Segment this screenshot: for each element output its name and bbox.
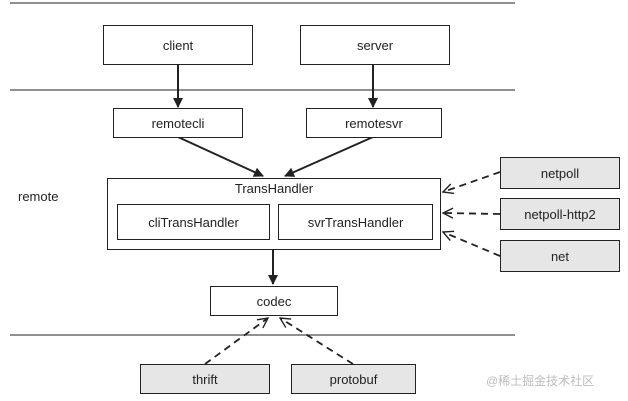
edge-remotecli-transhandler	[177, 136, 264, 177]
transhandler-title: TransHandler	[234, 181, 314, 196]
edge-netpoll-transhandler	[443, 171, 501, 192]
server-node: server	[300, 25, 450, 65]
remote-layer-label: remote	[18, 189, 59, 204]
edge-netpoll-http2-transhandler	[443, 213, 501, 214]
clitranshandler-node: cliTransHandler	[117, 204, 270, 240]
transhandler-container: TransHandler	[107, 178, 441, 250]
edge-net-transhandler	[443, 232, 501, 257]
codec-node: codec	[210, 286, 338, 316]
edge-thrift-codec	[204, 318, 268, 365]
watermark-text: @稀土掘金技术社区	[486, 374, 595, 388]
netpoll-http2-node: netpoll-http2	[500, 198, 620, 230]
edge-remotesvr-transhandler	[284, 136, 374, 177]
remotesvr-node: remotesvr	[306, 108, 442, 138]
thrift-node: thrift	[140, 364, 270, 394]
protobuf-node: protobuf	[291, 364, 416, 394]
netpoll-node: netpoll	[500, 157, 620, 189]
client-node: client	[103, 25, 253, 65]
edge-protobuf-codec	[280, 318, 354, 365]
svrtranshandler-node: svrTransHandler	[278, 204, 433, 240]
net-node: net	[500, 240, 620, 272]
remotecli-node: remotecli	[113, 108, 243, 138]
